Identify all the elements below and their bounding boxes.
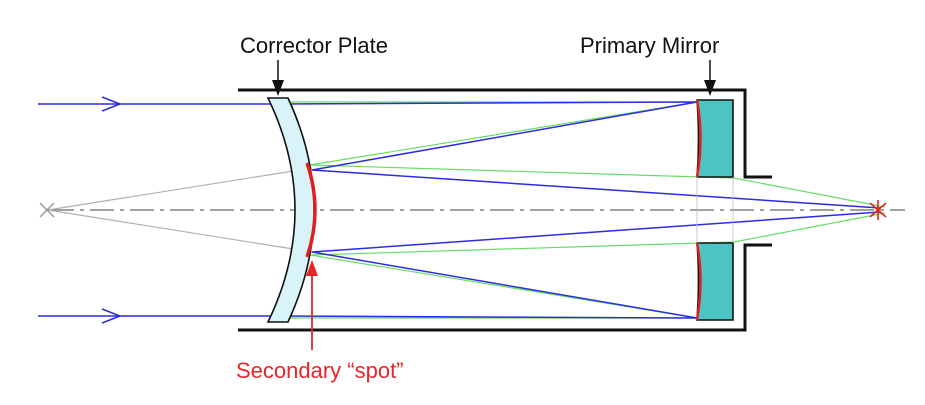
mirror-hole-guides [696, 177, 734, 243]
blue-rays [38, 101, 881, 319]
corrector-plate [266, 97, 315, 323]
secondary-spot [305, 162, 317, 258]
tube-top-wall [238, 88, 772, 179]
x-mark-icon [39, 202, 55, 218]
asterisk-icon [869, 200, 887, 220]
corrector-plate-pointer [272, 60, 284, 96]
tube-bottom-wall [238, 243, 772, 332]
secondary-spot-pointer [306, 260, 318, 350]
arrow-down-icon [704, 80, 716, 96]
primary-mirror-bottom [695, 242, 734, 321]
secondary-spot-label: Secondary “spot” [236, 358, 404, 383]
primary-mirror-top [695, 99, 734, 178]
virtual-image-rays [47, 167, 313, 253]
primary-mirror-pointer [704, 60, 716, 96]
ray-path-bottom [279, 211, 881, 319]
ray-path-top [279, 101, 881, 209]
arrow-right-icon [101, 308, 123, 324]
arrow-down-icon [272, 80, 284, 96]
ray-direction-arrows [101, 96, 123, 324]
primary-mirror-label: Primary Mirror [580, 33, 719, 58]
arrow-right-icon [101, 96, 123, 112]
telescope-tube [238, 88, 772, 332]
arrow-up-icon [306, 260, 318, 276]
corrector-plate-label: Corrector Plate [240, 33, 388, 58]
